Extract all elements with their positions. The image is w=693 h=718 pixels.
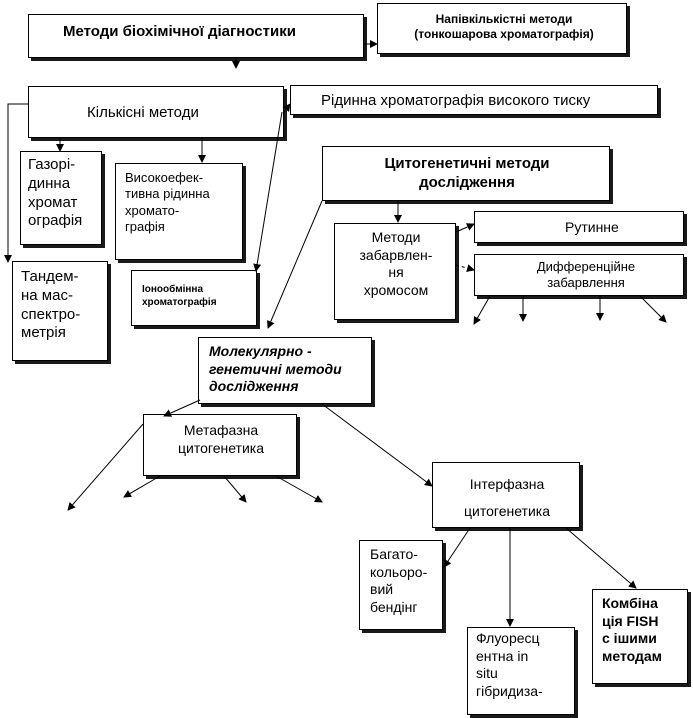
arrow-hplc-to-ion <box>253 111 283 272</box>
arrow-metaphase-1 <box>67 423 144 511</box>
node-fish-combination: Комбіна ція FISH с ішими методам <box>592 589 688 684</box>
node-label: Методи забарвлен- ня хромосом <box>359 229 433 298</box>
node-molecular-genetic-methods: Молекулярно - генетичні методи досліджен… <box>198 337 372 404</box>
node-cytogenetic-methods: Цитогенетичні методи дослідження <box>322 146 610 201</box>
node-label: Метафазна цитогенетика <box>178 422 264 456</box>
arrow-quant-to-tandem <box>4 103 28 263</box>
node-metaphase-cytogenetics: Метафазна цитогенетика <box>143 414 297 476</box>
node-label: Комбіна ція FISH с ішими методам <box>602 595 663 664</box>
arrow-interphase-to-multicolor <box>443 527 471 568</box>
node-interphase-cytogenetics: Інтерфазна цитогенетика <box>432 462 580 528</box>
node-hplc: Рідинна хроматографія високого тиску <box>290 85 658 115</box>
node-label: Іонообмінна хроматографія <box>142 284 217 308</box>
node-label: Високоефек- тивна рідинна хромато- графі… <box>125 170 210 234</box>
node-label: Тандем- на мас- спектро- метрія <box>21 268 81 342</box>
node-label: Напівкількістні методи (тонкошарова хром… <box>414 12 594 41</box>
arrow-metaphase-4 <box>275 475 323 503</box>
node-quantitative-methods: Кількісні методи <box>28 86 284 138</box>
node-label: Газорі- динна хромат ографія <box>28 156 83 230</box>
arrow-interphase-to-combination <box>565 527 637 589</box>
node-label: Цитогенетичні методи дослідження <box>384 155 550 191</box>
node-label: Дифференційне забарвлення <box>536 259 636 291</box>
node-label: Методи біохімічної діагностики <box>63 23 296 40</box>
arrow-metaphase-2 <box>123 475 161 498</box>
arrow-quant-to-hplc <box>282 103 291 113</box>
node-semiquantitative-methods: Напівкількістні методи (тонкошарова хром… <box>377 3 627 54</box>
node-tandem-mass-spectrometry: Тандем- на мас- спектро- метрія <box>12 261 108 361</box>
node-label: Інтерфазна цитогенетика <box>464 476 550 519</box>
arrow-staining-to-routine <box>455 223 475 233</box>
node-label: Рідинна хроматографія високого тиску <box>321 92 591 109</box>
node-high-performance-lc: Високоефек- тивна рідинна хромато- графі… <box>115 163 243 260</box>
node-ion-exchange-chromatography: Іонообмінна хроматографія <box>131 270 257 326</box>
node-routine-staining: Рутинне <box>474 211 684 243</box>
arrow-to-molecular <box>267 200 323 329</box>
node-label: Флуоресц ентна in situ гібридиза- <box>476 630 543 699</box>
node-multicolor-banding: Багато- кольоро- вий бендінг <box>359 540 443 630</box>
arrow-differential-1 <box>473 295 491 325</box>
arrow-molecular-to-metaphase <box>163 399 201 417</box>
node-label: Багато- кольоро- вий бендінг <box>370 546 428 615</box>
node-gas-chromatography: Газорі- динна хромат ографія <box>20 151 102 245</box>
node-differential-staining: Дифференційне забарвлення <box>474 254 684 296</box>
node-chromosome-staining: Методи забарвлен- ня хромосом <box>334 223 456 320</box>
node-label: Рутинне <box>565 219 619 235</box>
arrow-staining-to-differential <box>455 264 475 272</box>
node-fish: Флуоресц ентна in situ гібридиза- <box>467 627 575 715</box>
arrow-molecular-to-interphase <box>321 403 433 487</box>
node-label: Кількісні методи <box>87 104 199 121</box>
arrow-differential-4 <box>639 295 667 323</box>
node-label: Молекулярно - генетичні методи досліджен… <box>209 343 342 394</box>
arrow-metaphase-3 <box>223 475 247 503</box>
node-biochemical-methods: Методи біохімічної діагностики <box>28 14 364 58</box>
